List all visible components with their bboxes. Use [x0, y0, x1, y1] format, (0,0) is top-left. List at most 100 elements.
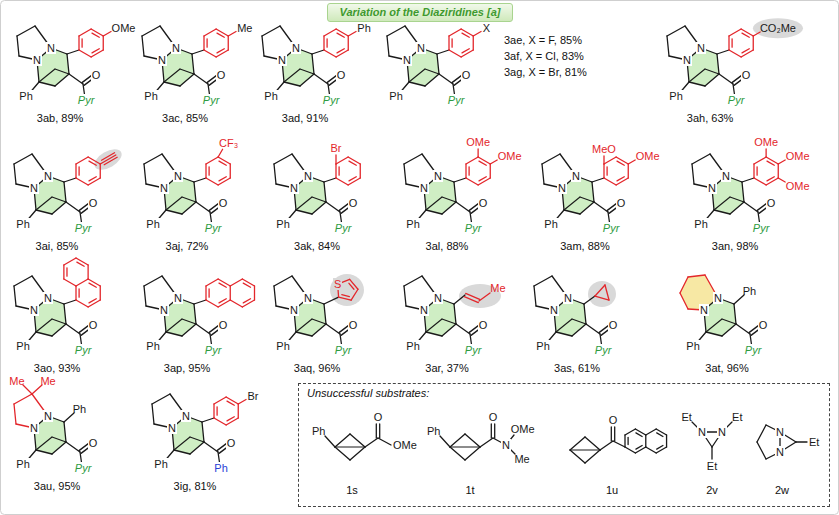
bond-line: [230, 164, 231, 178]
bond-line: [376, 424, 377, 438]
bond-line: [335, 155, 336, 164]
bond-line: [580, 202, 594, 214]
bond-line: [242, 300, 254, 307]
ketone-group-label: Pyr: [752, 222, 771, 234]
bond-line: [349, 283, 354, 289]
bond-line: [757, 425, 766, 442]
bond-line: [477, 149, 478, 157]
bond-line: [64, 300, 76, 304]
bond-line: [91, 50, 103, 57]
bond-line: [243, 299, 250, 303]
bond-line: [734, 304, 736, 324]
nitrogen-label: N: [501, 439, 511, 451]
bond-line: [336, 29, 348, 36]
bond-line: [217, 49, 224, 53]
bond-line: [274, 164, 276, 184]
bond-line: [75, 164, 76, 178]
nitrogen-label: N: [32, 54, 42, 66]
bond-line: [605, 285, 609, 300]
ketone-group-label: Pyr: [464, 344, 483, 356]
bond-line: [336, 157, 348, 164]
bond-line: [473, 32, 481, 37]
bond-line: [706, 319, 722, 332]
bond-line: [342, 295, 350, 297]
bond-line: [142, 36, 144, 56]
bond-line: [461, 29, 473, 36]
bond-line: [349, 161, 356, 165]
nitrogen-label: N: [159, 304, 169, 316]
bond-line: [719, 74, 733, 84]
phenyl-label: Ph: [15, 218, 30, 230]
nitrogen-label: N: [171, 42, 181, 54]
bond-line: [67, 50, 79, 54]
bond-line: [206, 300, 218, 307]
phenyl-label: Ph: [15, 458, 30, 470]
dashed-panel: Unsuccessful substrates:: [298, 383, 830, 507]
bond-line: [404, 276, 422, 286]
bond-line: [625, 447, 635, 453]
bond-line: [227, 417, 234, 421]
bond-line: [409, 82, 425, 86]
phenyl-label: Ph: [405, 218, 420, 230]
ketone-group-label: Pyr: [602, 222, 621, 234]
substituent-label: Br: [247, 390, 260, 402]
bond-line: [426, 197, 442, 210]
nitrogen-label: N: [713, 292, 723, 304]
highlight-ellipse: [753, 18, 803, 38]
bond-line: [312, 50, 324, 54]
phenyl-label: Ph: [742, 285, 757, 297]
nitrogen-label: N: [289, 182, 299, 194]
bond-line: [102, 153, 115, 161]
nitrogen-label: N: [707, 182, 717, 194]
bond-line: [742, 178, 754, 182]
bond-line: [614, 427, 615, 441]
bond-line: [442, 324, 456, 336]
bond-line: [36, 437, 52, 450]
bond-line: [326, 39, 327, 47]
bond-line: [387, 36, 389, 56]
bond-line: [717, 54, 719, 74]
bond-line: [387, 26, 405, 36]
bond-line: [729, 29, 741, 36]
compound-label: 1u: [605, 484, 619, 496]
nitrogen-label: N: [173, 170, 183, 182]
bond-line: [75, 286, 76, 300]
nitrogen-label: N: [167, 422, 177, 434]
oxygen-label: O: [336, 69, 347, 81]
bond-line: [480, 438, 493, 447]
bond-line: [339, 297, 352, 300]
bond-line: [218, 149, 223, 157]
bond-line: [646, 447, 656, 453]
bond-line: [76, 157, 88, 164]
ketone-group-label: Pyr: [334, 222, 353, 234]
bond-line: [617, 177, 624, 181]
oxygen-label: O: [478, 197, 489, 209]
phenyl-label: Ph: [668, 90, 683, 102]
nitrogen-label: N: [699, 304, 709, 316]
bond-line: [87, 265, 88, 279]
bond-line: [36, 210, 52, 214]
ethyl-label: Et: [808, 436, 820, 448]
bond-line: [66, 324, 80, 334]
bond-line: [736, 324, 750, 334]
bond-line: [767, 177, 774, 181]
bond-line: [144, 164, 146, 184]
highlight-ellipse: [588, 281, 616, 307]
bond-line: [757, 442, 766, 459]
bond-line: [564, 197, 580, 210]
bond-line: [336, 50, 348, 57]
nitrogen-label: N: [277, 54, 287, 66]
bond-line: [324, 178, 336, 182]
bond-line: [753, 164, 754, 178]
bond-line: [365, 438, 378, 447]
oxygen-label: O: [373, 411, 384, 423]
bond-line: [425, 69, 439, 74]
bond-line: [437, 50, 449, 54]
bond-line: [705, 74, 719, 86]
bond-line: [753, 32, 760, 36]
compound-label: 1s: [345, 484, 359, 496]
bond-line: [206, 39, 207, 47]
bond-line: [67, 54, 69, 74]
bond-line: [449, 29, 461, 36]
bond-line: [778, 178, 785, 182]
